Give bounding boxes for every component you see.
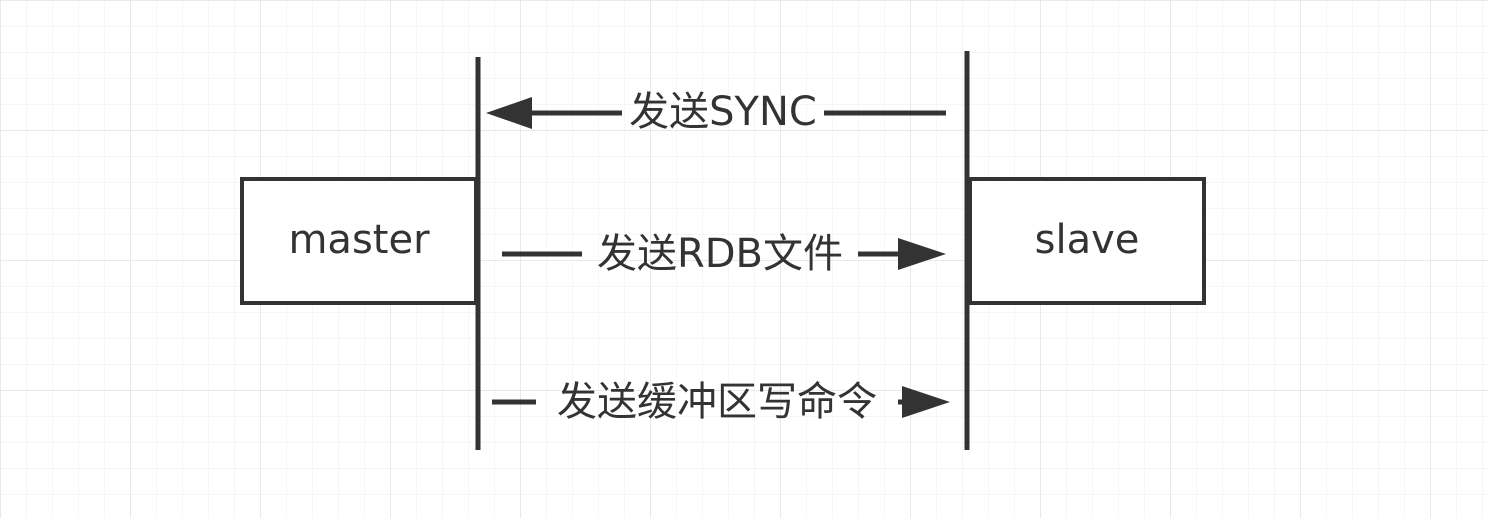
message-buffer: 发送缓冲区写命令 [492, 379, 950, 425]
slave-label: slave [1035, 217, 1140, 263]
message-rdb-label: 发送RDB文件 [597, 231, 843, 277]
arrowhead-right-icon [898, 238, 946, 270]
arrowhead-right-icon [902, 386, 950, 418]
message-rdb: 发送RDB文件 [502, 231, 946, 277]
slave-box [968, 177, 1206, 305]
master-node: master [240, 177, 478, 305]
message-buffer-label: 发送缓冲区写命令 [557, 379, 877, 425]
arrowhead-left-icon [486, 97, 532, 129]
message-sync-label: 发送SYNC [629, 89, 817, 135]
message-sync: 发送SYNC [486, 89, 946, 135]
master-label: master [288, 217, 430, 263]
slave-node: slave [968, 177, 1206, 305]
master-box [240, 177, 478, 305]
